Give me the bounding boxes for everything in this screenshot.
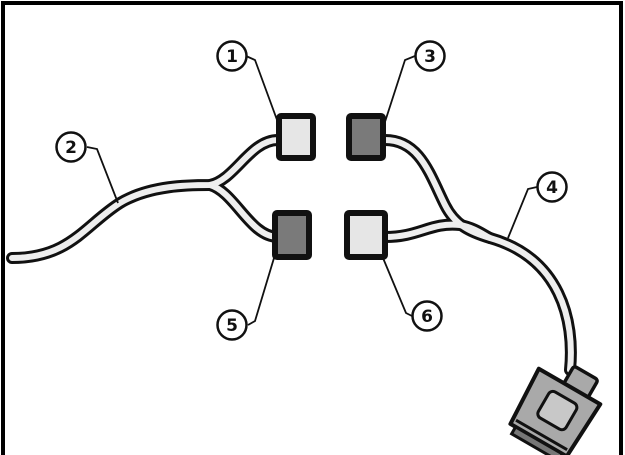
svg-text:6: 6 xyxy=(421,307,433,327)
callout-2: 2 xyxy=(55,131,87,163)
light-connector-icon xyxy=(276,113,316,161)
svg-text:3: 3 xyxy=(424,47,436,67)
callout-6: 6 xyxy=(411,300,443,332)
svg-text:5: 5 xyxy=(226,316,238,336)
callout-5: 5 xyxy=(216,309,248,341)
svg-text:4: 4 xyxy=(546,178,558,198)
dark-connector-icon xyxy=(346,113,386,161)
light-connector-icon xyxy=(344,210,388,260)
multi-pin-plug-icon xyxy=(508,365,603,455)
callout-3: 3 xyxy=(414,40,446,72)
dark-connector-icon xyxy=(272,210,312,260)
callout-4: 4 xyxy=(536,171,568,203)
right-cable xyxy=(379,134,577,376)
left-cable xyxy=(6,134,284,264)
svg-text:2: 2 xyxy=(65,138,77,158)
leader-lines xyxy=(86,55,538,326)
callout-1: 1 xyxy=(216,40,248,72)
svg-text:1: 1 xyxy=(226,47,238,67)
